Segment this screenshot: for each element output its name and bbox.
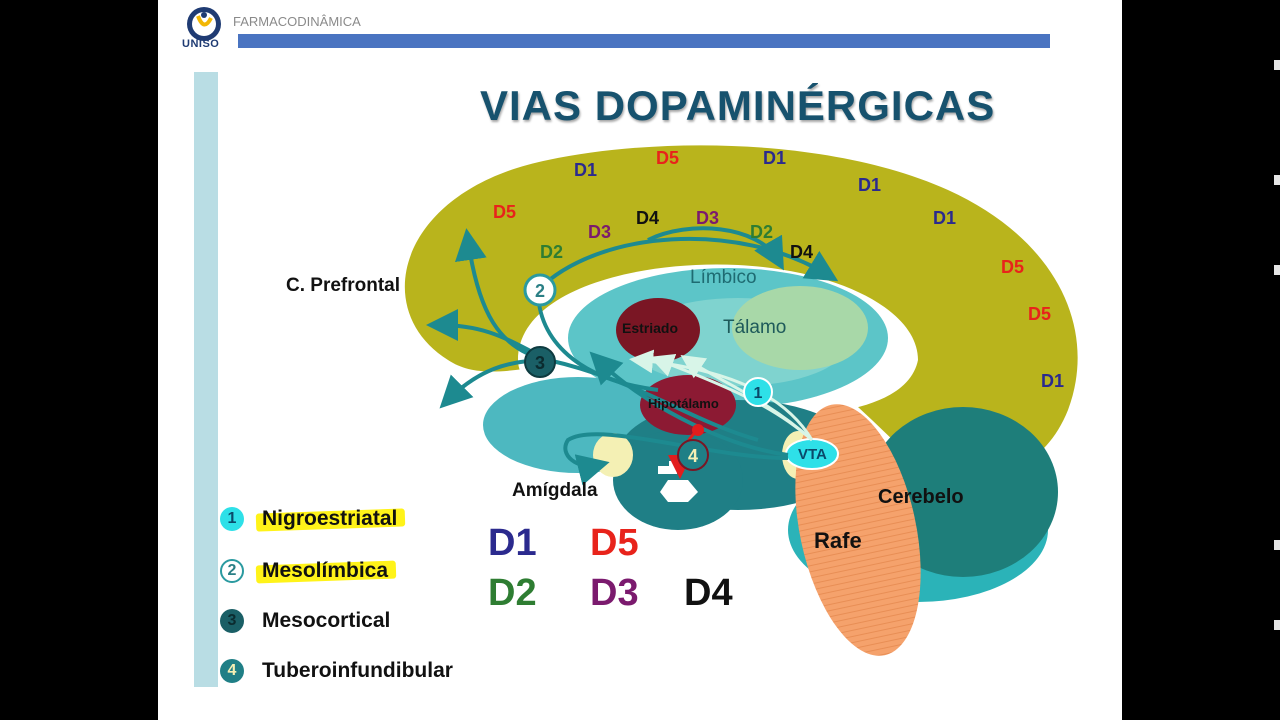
receptor-label: D2 [750, 222, 774, 242]
receptor-label: D1 [1041, 371, 1065, 391]
marker-2: 2 [523, 273, 557, 307]
hypothalamus-shape [640, 375, 736, 435]
logo-text: UNISO [182, 38, 220, 50]
receptor-label: D3 [696, 208, 720, 228]
receptor-label: D5 [1028, 304, 1052, 324]
receptor-label: D2 [540, 242, 564, 262]
left-accent-bar [194, 72, 218, 687]
receptor-label: D1 [858, 175, 882, 195]
scrollbar[interactable] [1270, 0, 1280, 720]
label-vta: VTA [798, 446, 827, 463]
legend-item-tuberoinfundibular: 4 Tuberoinfundibular [220, 654, 453, 688]
scroll-mark [1274, 175, 1280, 185]
diagram-title: VIAS DOPAMINÉRGICAS [480, 82, 996, 129]
header-title: FARMACODINÂMICA [233, 14, 361, 29]
label-limbico: Límbico [690, 267, 757, 288]
legend-item-nigroestriatal: 1 Nigroestriatal [220, 502, 406, 536]
scroll-mark [1274, 540, 1280, 550]
receptor-label: D5 [656, 148, 680, 168]
receptor-label: D4 [790, 242, 814, 262]
slide: UNISO FARMACODINÂMICA VIAS DOPAMINÉRGICA… [158, 0, 1122, 720]
header-bar [238, 34, 1050, 48]
scroll-mark [1274, 620, 1280, 630]
legend: 1 Nigroestriatal 2 Mesolímbica 3 Mesocor… [220, 500, 480, 690]
marker-1: 1 [743, 377, 773, 407]
label-rafe: Rafe [814, 528, 862, 553]
receptor-key-d5: D5 [590, 522, 639, 564]
legend-marker-2: 2 [220, 559, 244, 583]
legend-label: Mesocortical [262, 609, 391, 632]
brain-illustration: 1 2 3 4 [404, 145, 1078, 656]
receptor-label: D1 [574, 160, 598, 180]
legend-label: Tuberoinfundibular [262, 659, 453, 682]
label-amigdala: Amígdala [512, 480, 598, 501]
scroll-mark [1274, 60, 1280, 70]
receptor-label: D1 [763, 148, 787, 168]
label-estriado: Estriado [622, 320, 679, 336]
marker-3: 3 [524, 346, 556, 378]
thalamus-shape [732, 286, 868, 370]
receptor-label: D4 [636, 208, 660, 228]
receptor-label: D5 [493, 202, 517, 222]
label-talamo: Tálamo [723, 317, 787, 338]
svg-text:2: 2 [535, 281, 545, 301]
receptor-label: D5 [1001, 257, 1025, 277]
legend-marker-4: 4 [220, 659, 244, 683]
striatum-shape [616, 298, 700, 362]
uniso-logo-icon [187, 7, 221, 41]
label-prefrontal: C. Prefrontal [286, 275, 401, 296]
svg-text:3: 3 [535, 353, 545, 373]
receptor-key-d4: D4 [684, 572, 733, 614]
dopamine-pathways-diagram: VIAS DOPAMINÉRGICAS [218, 60, 1078, 690]
receptor-key-d1: D1 [488, 522, 537, 564]
legend-label: Mesolímbica [262, 559, 389, 582]
scroll-mark [1274, 265, 1280, 275]
svg-text:4: 4 [688, 446, 698, 466]
receptor-key-d2: D2 [488, 572, 537, 614]
marker-4: 4 [677, 439, 709, 471]
legend-marker-3: 3 [220, 609, 244, 633]
legend-item-mesocortical: 3 Mesocortical [220, 604, 390, 638]
legend-label: Nigroestriatal [262, 507, 398, 530]
receptor-label: D3 [588, 222, 612, 242]
receptor-label: D1 [933, 208, 957, 228]
label-hipotalamo: Hipotálamo [648, 396, 719, 411]
label-cerebelo: Cerebelo [878, 486, 964, 508]
legend-marker-1: 1 [220, 507, 244, 531]
legend-item-mesolimbica: 2 Mesolímbica [220, 554, 397, 588]
svg-text:1: 1 [754, 385, 763, 402]
receptor-key-d3: D3 [590, 572, 639, 614]
